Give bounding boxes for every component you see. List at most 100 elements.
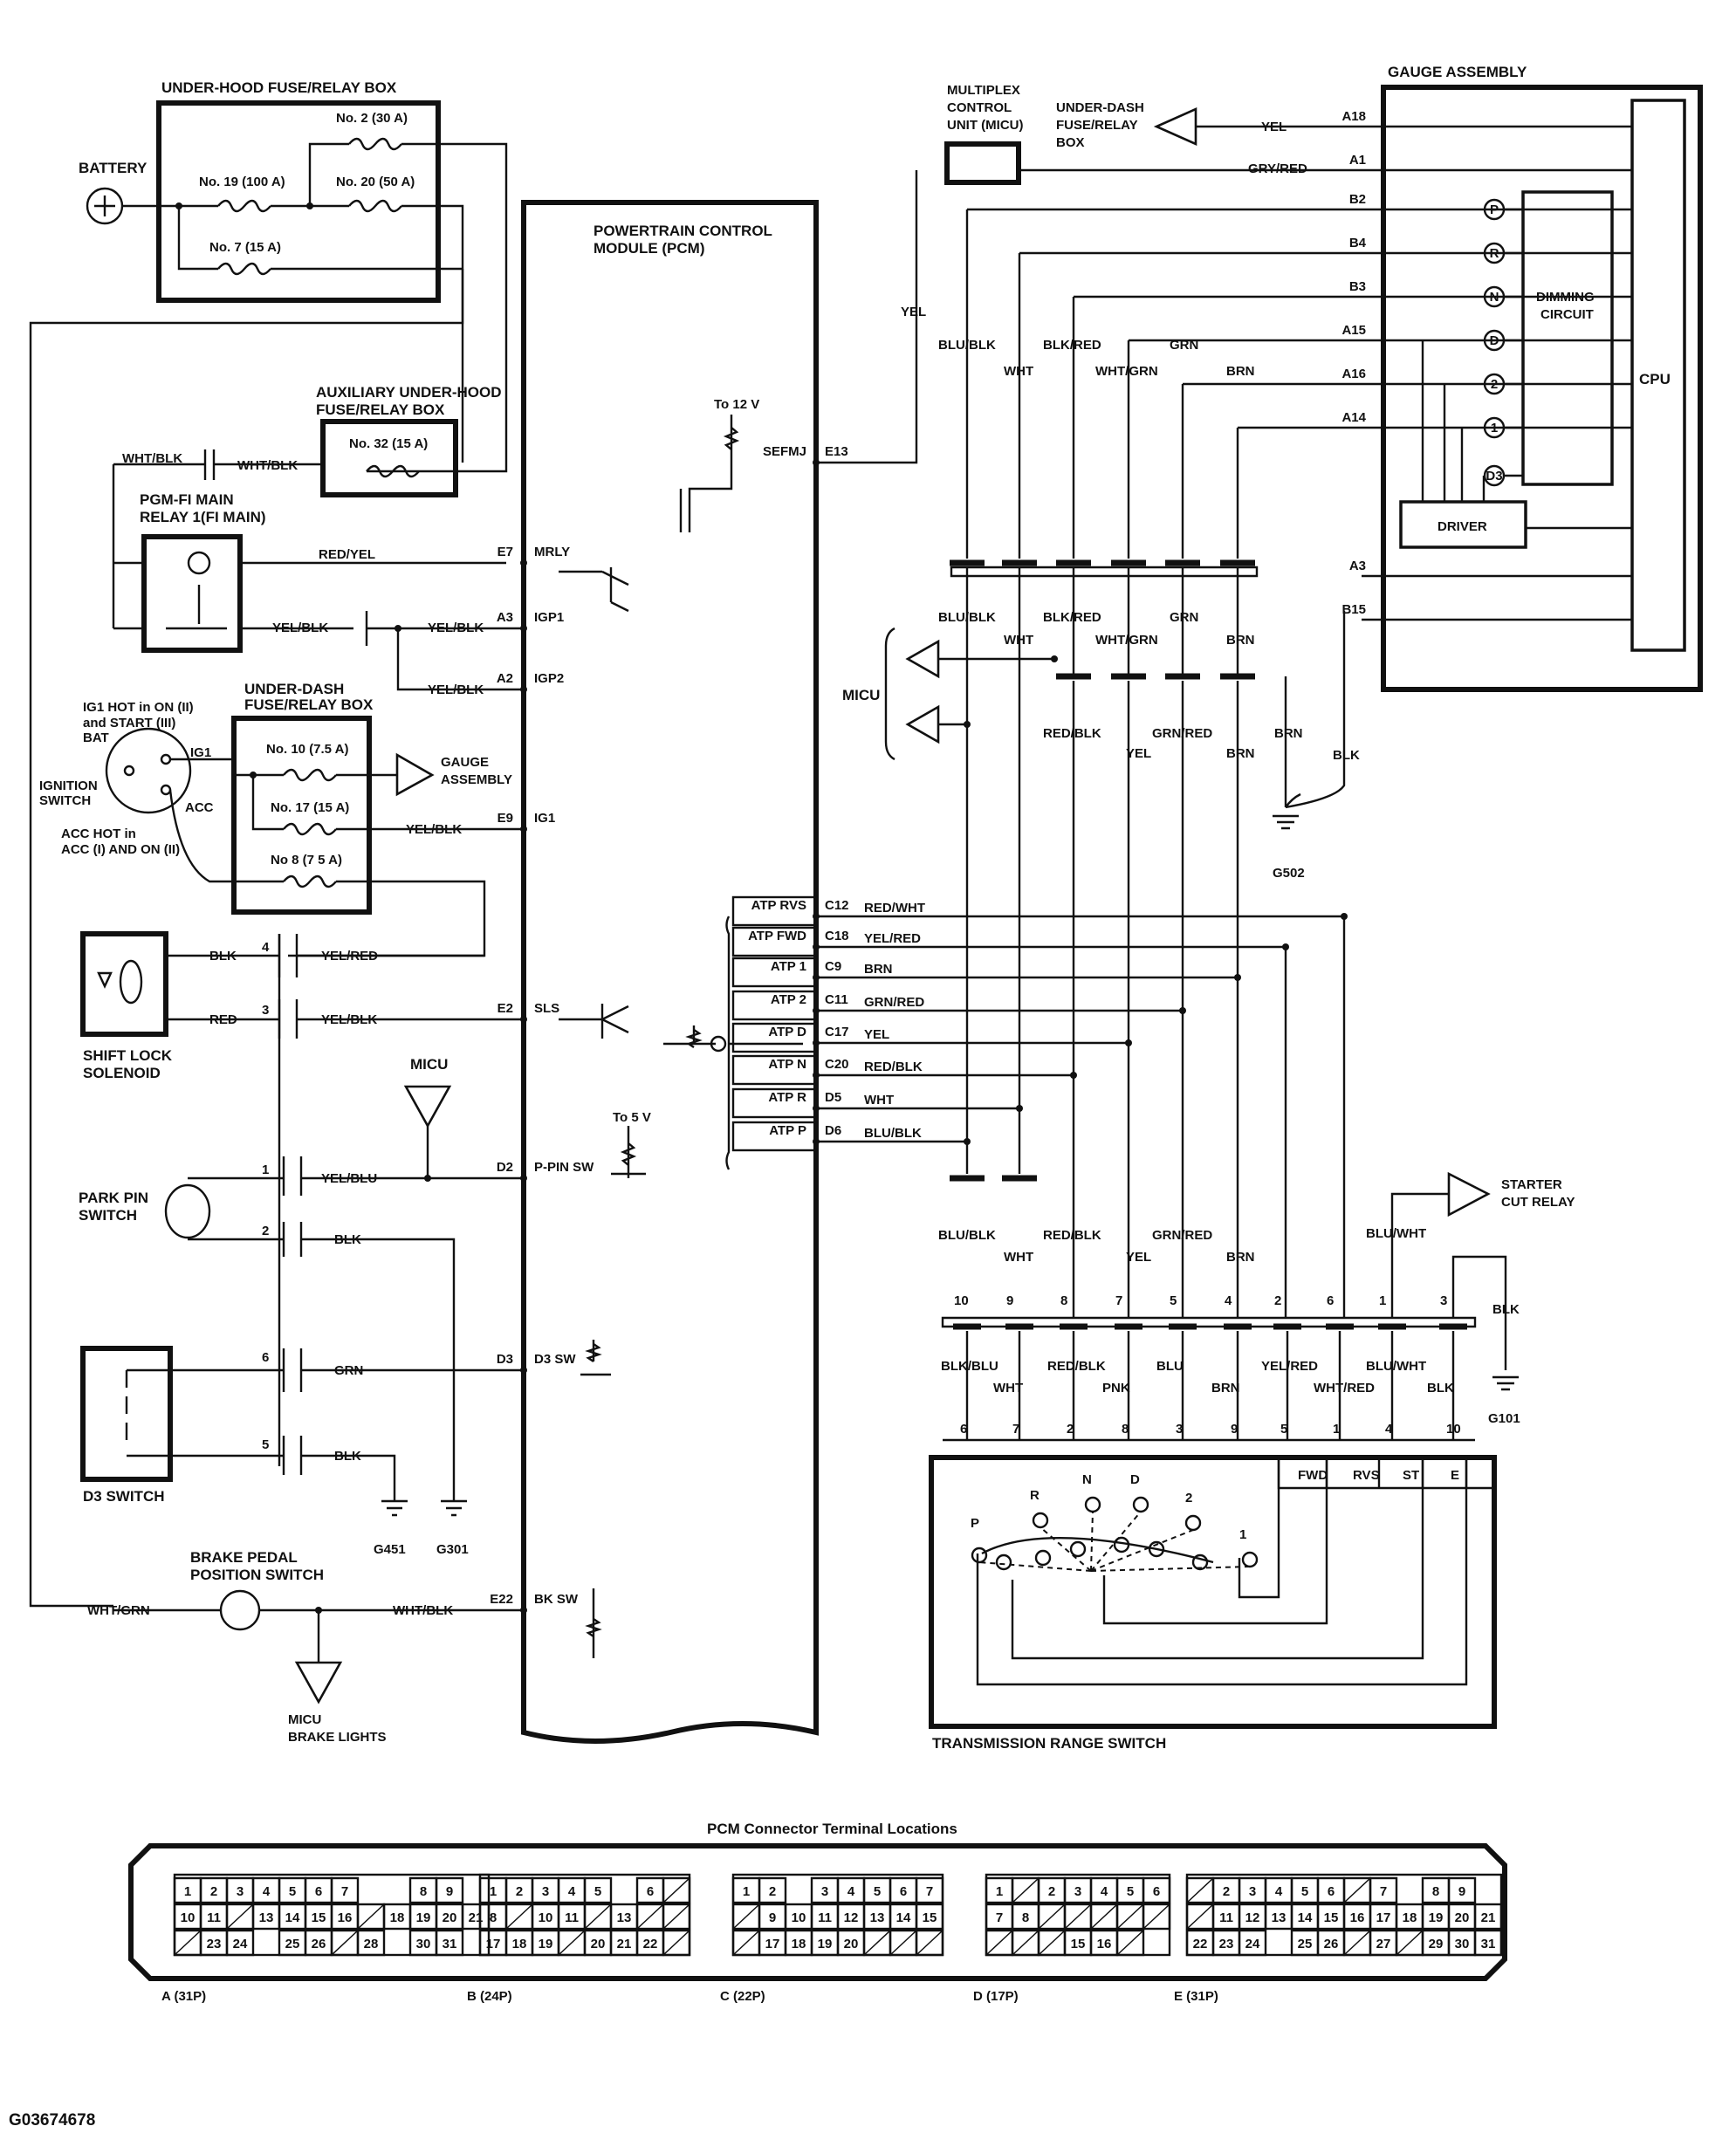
udash-r-label-3: BOX [1056,135,1085,150]
gauge-indicator-label: 2 [1491,377,1498,392]
connector-cell-blank [662,1903,690,1930]
trs-lower-pin-1: 1 [1333,1422,1340,1437]
connector-pin-number: 4 [1101,1884,1108,1899]
connector-pin-number: 30 [1455,1937,1470,1951]
pcm-pin-name-C9: ATP 1 [771,959,806,974]
trs-lower-wire: BLU/WHT [1366,1359,1426,1374]
connector-pin-number: 17 [486,1937,501,1951]
pcm-pin-C11: C11 [825,992,848,1007]
relay-coil-icon [187,551,211,575]
connector-pin-number: 3 [1249,1884,1256,1899]
g502-ground: G502 BRN BLK [1273,611,1360,881]
trs-upper-label: RED/BLK [1043,1228,1101,1243]
acc-hot-1: ACC HOT in [61,826,136,841]
trs-contact-inner [995,1553,1012,1571]
pcm-pin-name-D3: D3 SW [534,1352,576,1367]
pcm-pin-name-C20: ATP N [768,1057,806,1072]
micu-box-label-3: UNIT (MICU) [947,118,1023,133]
trs-conn-pin-2: 2 [1274,1293,1281,1308]
connector-pin-number: 7 [1380,1884,1387,1899]
connector-pin-number: 12 [844,1910,859,1925]
connector-pin-number: 3 [821,1884,828,1899]
under-dash-label-2: FUSE/RELAY BOX [244,696,374,713]
connector-pin-number: 10 [792,1910,806,1925]
ig-hot-2: and START (III) [83,716,175,730]
connector-cell-blank [1142,1903,1170,1930]
micu-box-label-1: MULTIPLEX [947,83,1020,98]
gauge-pin-B15: B15 [1341,602,1366,617]
park-pin-switch-icon [164,1183,211,1239]
atp-box [731,895,818,927]
connector-pin-number: 20 [844,1937,859,1951]
connector-pin-number: 8 [490,1910,497,1925]
gauge-wire-mid-label: WHT/GRN [1095,633,1158,648]
connector-cell-blank [1012,1930,1040,1956]
gauge-pin-A14: A14 [1341,410,1366,425]
wire-wht-grn: WHT/GRN [87,1603,150,1618]
connector-cell-blank [636,1903,664,1930]
pin-6: 6 [262,1350,269,1365]
doc-id: G03674678 [9,2111,95,2130]
trs-terminal-FWD: FWD [1298,1468,1328,1483]
connector-pin-number: 4 [1275,1884,1283,1899]
d3-switch-label: D3 SWITCH [83,1488,165,1505]
trs-position-2: 2 [1185,1491,1192,1505]
aux-box-label-2: FUSE/RELAY BOX [316,401,445,418]
connector-pin-number: 24 [233,1937,248,1951]
connector-pin-number: 31 [1481,1937,1496,1951]
connector-label: C (22P) [720,1989,765,2004]
connector-cell-blank [1396,1930,1424,1956]
connector-cell-blank [732,1903,760,1930]
connector-label: B (24P) [467,1989,512,2004]
trs-conn-pin-8: 8 [1060,1293,1067,1308]
pcm-label-1: POWERTRAIN CONTROL [594,223,772,239]
pin-4: 4 [262,940,270,955]
atp-box [731,957,818,988]
atp-box [731,1087,818,1119]
fuse-no8-label: No 8 (7 5 A) [271,853,342,868]
connector-cell-blank [1012,1877,1040,1903]
pcm-pin-E2: E2 [497,1001,513,1016]
connector-cell-blank [226,1903,254,1930]
pcm-pin-E9: E9 [497,811,513,826]
connector-pin-number: 11 [565,1910,579,1925]
starter-label-1: STARTER [1501,1177,1562,1192]
ignition-label-1: IGNITION [39,778,98,793]
connector-pin-number: 4 [847,1884,855,1899]
pcm-pin-E22: E22 [490,1592,513,1607]
gauge-wire-harness: BLU/BLKWHTBLK/REDWHT/GRNGRNBRNBLU/BLKWHT… [938,208,1362,1318]
connector-pin-number: 2 [516,1884,523,1899]
trs-lower-pin-2: 2 [1067,1422,1074,1437]
pcm-pin-dot [520,826,527,833]
connector-pin-number: 15 [923,1910,937,1925]
pcm-pin-name-D6: ATP P [769,1123,806,1138]
connector-pin-number: 13 [1272,1910,1287,1925]
trs-conn-pin-6: 6 [1327,1293,1334,1308]
connector-pin-number: 14 [1298,1910,1313,1925]
connector-pin-number: 20 [1455,1910,1470,1925]
pcm-pin-name-E22: BK SW [534,1592,579,1607]
connector-pin-number: 7 [996,1910,1003,1925]
connector-pin-number: 11 [818,1910,832,1925]
connector-pin-number: 1 [490,1884,497,1899]
connector-cell [461,1903,491,1931]
connector-pin-number: 18 [390,1910,405,1925]
gauge-wire-mid-label: BLK/RED [1043,610,1101,625]
battery: BATTERY [79,160,148,225]
connector-cell [662,1929,691,1957]
connector-cell-blank [1343,1877,1371,1903]
connector-pin-number: 4 [263,1884,271,1899]
connector-pin-number: 9 [769,1910,776,1925]
gauge-indicator-label: N [1490,290,1499,305]
pcm-pin-A3: A3 [497,610,513,625]
trs-lower-pin-6: 6 [960,1422,967,1437]
connector-pin-number: 2 [1048,1884,1055,1899]
connector-pin-number: 2 [210,1884,217,1899]
connector-pin-number: 6 [315,1884,322,1899]
gauge-wire-top-label: GRN [1170,338,1198,353]
trs-lower-wire: RED/BLK [1047,1359,1106,1374]
wire-blk-5: BLK [334,1449,361,1464]
